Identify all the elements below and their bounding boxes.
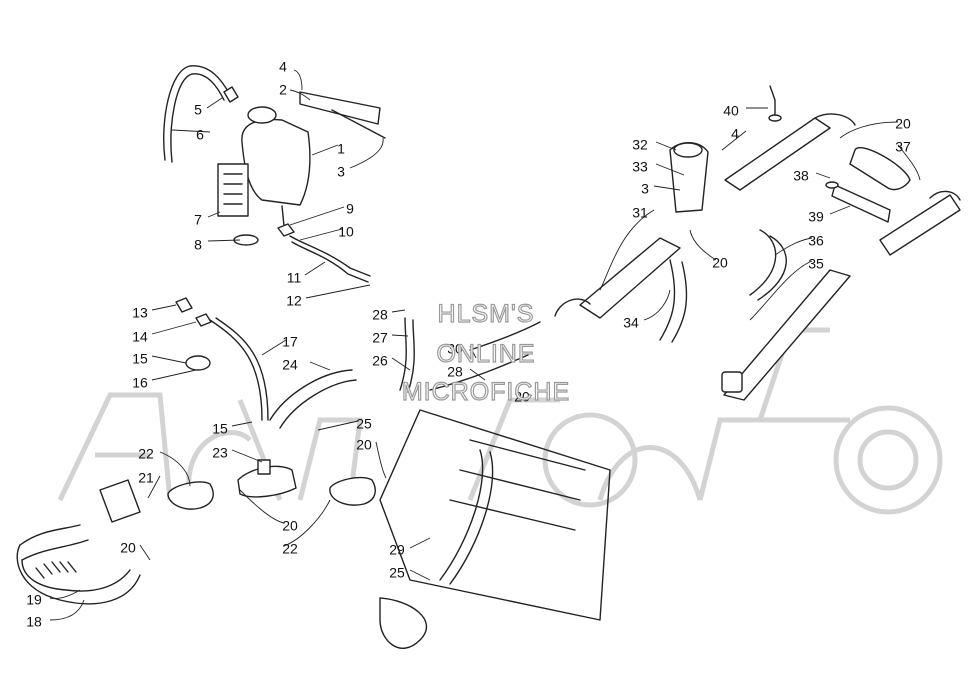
right-radiator-assembly <box>554 85 961 401</box>
callout-label: 10 <box>338 224 354 240</box>
callout-label: 4 <box>279 59 287 75</box>
callout-label: 21 <box>138 470 154 486</box>
callout-label: 31 <box>632 205 648 221</box>
callout-label: 19 <box>26 592 42 608</box>
callout-label: 32 <box>632 137 648 153</box>
callout-label: 17 <box>282 334 298 350</box>
callout-label: 12 <box>286 293 302 309</box>
callout-label: 29 <box>389 542 405 558</box>
callout-label: 15 <box>212 421 228 437</box>
callout-label: 38 <box>793 168 809 184</box>
callout-label: 7 <box>194 212 202 228</box>
callout-label: 39 <box>808 209 824 225</box>
callout-label: 4 <box>731 126 739 142</box>
callout-label: 33 <box>632 159 648 175</box>
callout-label: 20 <box>712 255 728 271</box>
callout-label: 23 <box>212 445 228 461</box>
callout-label: 16 <box>132 375 148 391</box>
watermark-line-2: ONLINE <box>436 340 535 368</box>
left-hose-assembly <box>16 297 376 605</box>
callout-label: 22 <box>282 541 298 557</box>
callout-label: 35 <box>808 256 824 272</box>
callout-label: 20 <box>356 437 372 453</box>
callout-label: 34 <box>623 315 639 331</box>
watermark-line-3: MICROFICHE <box>402 378 570 406</box>
callout-label: 25 <box>389 565 405 581</box>
callout-label: 25 <box>356 416 372 432</box>
callout-label: 40 <box>723 103 739 119</box>
callout-label: 3 <box>337 164 345 180</box>
callout-label: 18 <box>26 614 42 630</box>
callout-label: 13 <box>132 305 148 321</box>
callout-label: 28 <box>372 307 388 323</box>
center-hose-assembly <box>379 317 611 649</box>
callout-label: 2 <box>279 82 287 98</box>
hlsm-watermark: HLSM'S ONLINE MICROFICHE <box>401 299 570 406</box>
callout-label: 37 <box>895 139 911 155</box>
callout-label: 15 <box>132 351 148 367</box>
callout-label: 36 <box>808 233 824 249</box>
callout-label: 20 <box>895 116 911 132</box>
callout-label: 14 <box>132 329 148 345</box>
callout-label: 1 <box>337 141 345 157</box>
callout-label: 20 <box>514 389 530 405</box>
leader-lines <box>49 69 921 621</box>
callout-label: 20 <box>282 518 298 534</box>
overflow-tank-assembly <box>163 65 386 283</box>
callout-label: 22 <box>138 446 154 462</box>
callout-label: 20 <box>120 540 136 556</box>
callout-label: 11 <box>287 270 302 286</box>
callout-label: 28 <box>447 364 463 380</box>
part-callouts: 4256137891011121314151617241523222120191… <box>26 59 911 630</box>
callout-label: 30 <box>447 341 463 357</box>
callout-label: 26 <box>372 353 388 369</box>
callout-label: 6 <box>196 127 204 143</box>
callout-label: 27 <box>372 330 388 346</box>
callout-label: 8 <box>194 237 202 253</box>
callout-label: 9 <box>346 201 354 217</box>
callout-label: 24 <box>282 357 298 373</box>
callout-label: 5 <box>194 102 202 118</box>
callout-label: 3 <box>641 181 649 197</box>
watermark-line-1: HLSM'S <box>438 300 535 328</box>
